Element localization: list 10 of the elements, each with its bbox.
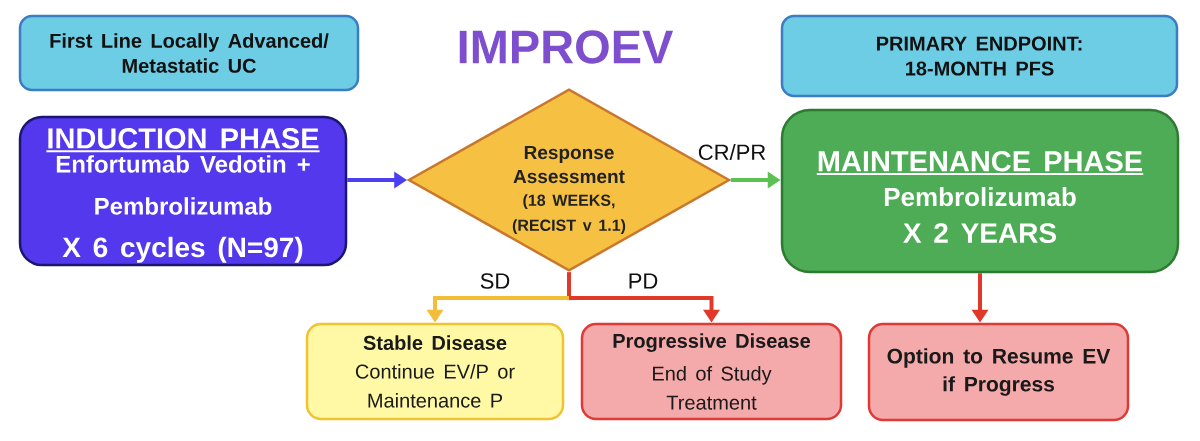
outcome-box: Progressive Disease End of Study Treatment [580, 322, 843, 421]
info-box: First Line Locally Advanced/ Metastatic UC [18, 14, 360, 92]
outcome-box: Option to Resume EV if Progress [867, 322, 1130, 422]
edge-label: SD [480, 273, 510, 289]
phase-box: MAINTENANCE PHASE Pembrolizumab X 2 YEARS [780, 108, 1180, 274]
outcome-box: Stable Disease Continue EV/P or Maintenance P [305, 322, 565, 421]
phase-box: INDUCTION PHASE Enfortumab Vedotin + Pembrolizumab X 6 cycles (N=97) [18, 115, 348, 267]
edge-label: PD [629, 273, 658, 289]
title: IMPROEV [459, 30, 674, 64]
info-box: PRIMARY ENDPOINT: 18-MONTH PFS [780, 14, 1179, 98]
